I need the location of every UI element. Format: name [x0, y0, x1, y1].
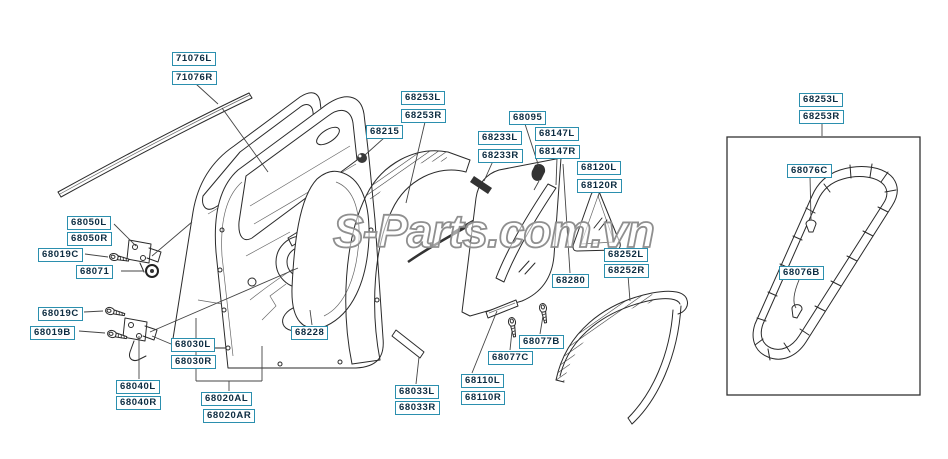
- part-label-68110R[interactable]: 68110R: [461, 391, 506, 405]
- part-label-68095[interactable]: 68095: [509, 111, 547, 125]
- clip-68076c-art: [805, 219, 817, 233]
- clip-68095-art: [531, 163, 546, 191]
- part-label-68252L[interactable]: 68252L: [604, 248, 648, 262]
- division-sash-art: [495, 183, 557, 283]
- run-channel-art: [555, 290, 688, 425]
- part-label-71076R[interactable]: 71076R: [172, 71, 217, 85]
- part-label-68233R[interactable]: 68233R: [478, 149, 523, 163]
- part-label-68253R-2[interactable]: 68253R: [799, 110, 844, 124]
- screw-68077b-art: [538, 302, 550, 324]
- part-label-68019C-2[interactable]: 68019C: [38, 307, 83, 321]
- plug-68215-art: [357, 153, 367, 163]
- part-label-68050L[interactable]: 68050L: [67, 216, 111, 230]
- part-label-68120R[interactable]: 68120R: [577, 179, 622, 193]
- clip-68076b-art: [791, 304, 803, 319]
- sealing-sheet-art: [291, 170, 370, 329]
- part-label-68253R[interactable]: 68253R: [401, 109, 446, 123]
- part-label-68228[interactable]: 68228: [291, 326, 329, 340]
- clip-68233-art: [470, 176, 492, 194]
- bolt-68019c-art: [108, 252, 130, 265]
- regulator-rail-art: [407, 219, 475, 264]
- grommet-68071-art: [145, 264, 159, 278]
- part-label-68071[interactable]: 68071: [76, 265, 114, 279]
- part-label-68020AR[interactable]: 68020AR: [203, 409, 256, 423]
- bolt-68019c2-art: [104, 306, 126, 319]
- part-label-68019B[interactable]: 68019B: [30, 326, 75, 340]
- part-label-68019C[interactable]: 68019C: [38, 248, 83, 262]
- part-label-68050R[interactable]: 68050R: [67, 232, 112, 246]
- part-label-68233L[interactable]: 68233L: [478, 131, 522, 145]
- quarter-window-art: [572, 188, 621, 252]
- part-label-68147R[interactable]: 68147R: [535, 145, 580, 159]
- part-label-68077C[interactable]: 68077C: [488, 351, 533, 365]
- part-label-68252R[interactable]: 68252R: [604, 264, 649, 278]
- part-label-68215[interactable]: 68215: [366, 125, 404, 139]
- part-label-68280[interactable]: 68280: [552, 274, 590, 288]
- part-label-68020AL[interactable]: 68020AL: [201, 392, 253, 406]
- part-label-68030L[interactable]: 68030L: [171, 338, 215, 352]
- part-label-68030R[interactable]: 68030R: [171, 355, 216, 369]
- part-label-68147L[interactable]: 68147L: [535, 127, 579, 141]
- belt-molding-art: [57, 92, 253, 198]
- part-label-68033L[interactable]: 68033L: [395, 385, 439, 399]
- part-label-68076C[interactable]: 68076C: [787, 164, 832, 178]
- part-label-68033R[interactable]: 68033R: [395, 401, 440, 415]
- part-label-71076L[interactable]: 71076L: [172, 52, 216, 66]
- part-label-68253L-2[interactable]: 68253L: [799, 93, 843, 107]
- part-label-68120L[interactable]: 68120L: [577, 161, 621, 175]
- part-label-68076B[interactable]: 68076B: [779, 266, 824, 280]
- upper-hinge-art: [126, 239, 162, 273]
- weatherstrip-inset-art: [726, 136, 921, 396]
- screw-68077c-art: [507, 316, 519, 338]
- part-label-68077B[interactable]: 68077B: [519, 335, 564, 349]
- lower-hinge-art: [122, 317, 158, 361]
- part-label-68110L[interactable]: 68110L: [461, 374, 505, 388]
- glass-holder-art: [485, 299, 519, 319]
- part-label-68040L[interactable]: 68040L: [116, 380, 160, 394]
- lower-channel-art: [391, 329, 425, 359]
- part-label-68040R[interactable]: 68040R: [116, 396, 161, 410]
- glass-run-art: [345, 150, 471, 365]
- part-label-68253L[interactable]: 68253L: [401, 91, 445, 105]
